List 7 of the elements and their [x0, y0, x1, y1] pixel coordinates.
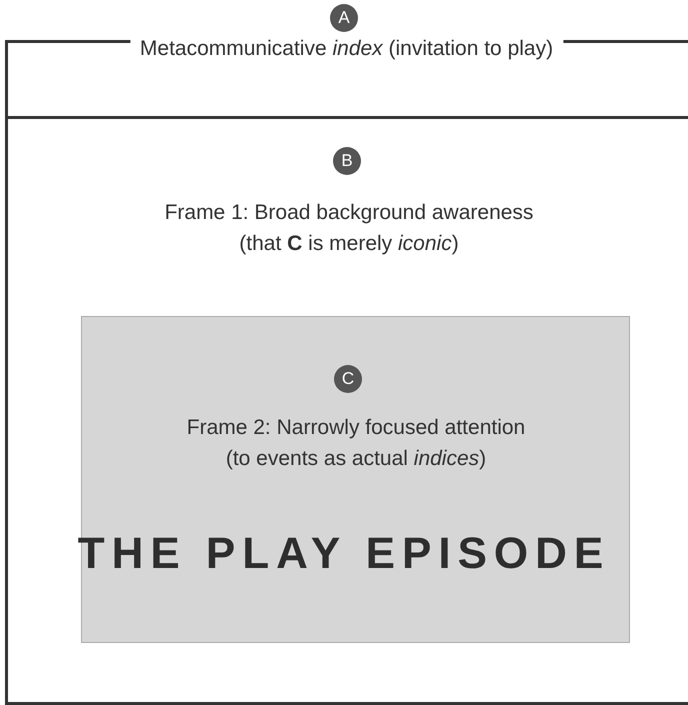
- frame-box: [5, 116, 688, 705]
- episode-title: THE PLAY EPISODE: [76, 528, 612, 580]
- letter-badge: B: [333, 147, 361, 175]
- frame-label: Frame 1: Broad background awareness (that C is merely iconic): [164, 200, 534, 257]
- letter-badge: C: [334, 365, 362, 393]
- letter-badge: A: [330, 4, 358, 32]
- frame-label: Frame 2: Narrowly focused attention (to events as actual indices): [186, 415, 526, 472]
